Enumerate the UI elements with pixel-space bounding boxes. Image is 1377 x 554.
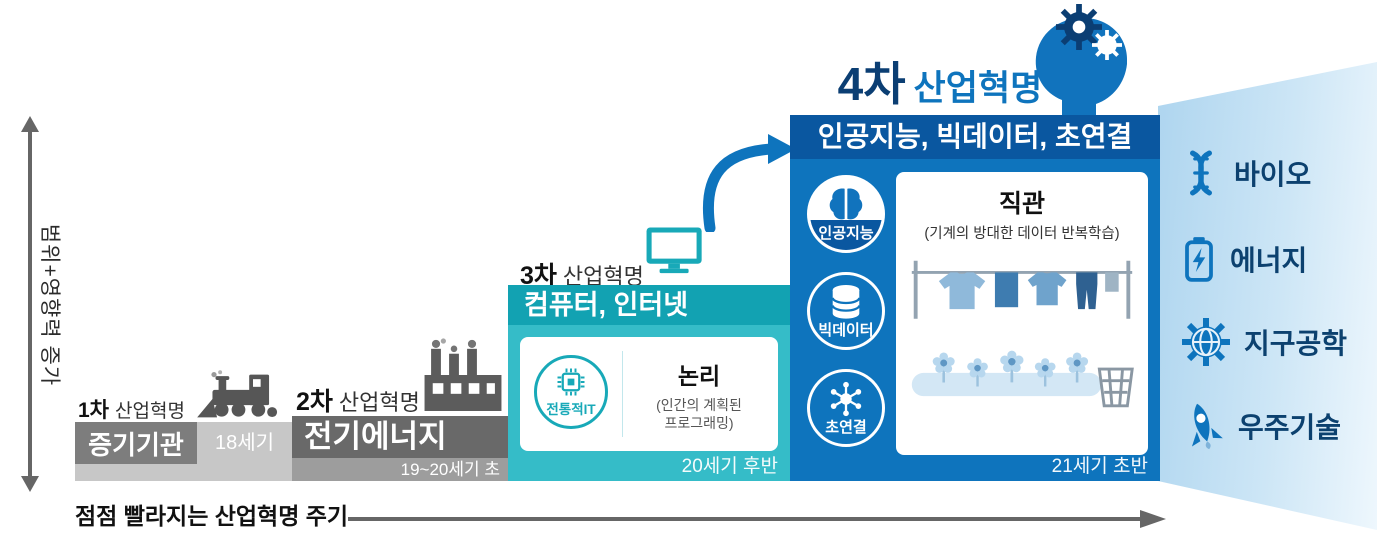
stage-3-description-line1: (인간의 계획된: [656, 397, 742, 413]
stage-2-period: 19~20세기 초: [400, 460, 500, 479]
stage-3-card-text: 논리 (인간의 계획된 프로그래밍): [628, 357, 770, 432]
future-label-bio: 바이오: [1234, 159, 1312, 190]
stage-1-label-number: 1차: [78, 399, 109, 422]
hyperconnect-badge: 초연결: [807, 369, 885, 447]
future-item-energy: 에너지: [1182, 236, 1377, 282]
future-label-geoengineering: 지구공학: [1244, 328, 1348, 359]
stage-3-title: 컴퓨터, 인터넷: [508, 285, 790, 325]
stage-1-steam: 1차 산업혁명 증기기관 18세기: [75, 370, 292, 481]
stage-4-step-block: 인공지능 빅데이터 초연결: [790, 159, 1160, 481]
stage-3-period: 20세기 후반: [681, 456, 778, 477]
steam-train-icon: [197, 370, 278, 418]
y-axis-arrow-icon: [21, 116, 39, 492]
laundry-line-illustration: [911, 260, 1134, 408]
future-label-space: 우주기술: [1238, 412, 1342, 443]
bigdata-badge-label: 빅데이터: [818, 322, 874, 339]
ai-badge-label: 인공지능: [810, 220, 882, 250]
traditional-it-label: 전통적IT: [546, 401, 596, 417]
ai-brain-icon: [829, 188, 863, 220]
stage-3-keyword: 논리: [677, 363, 721, 389]
future-item-space: 우주기술: [1182, 403, 1377, 450]
bigdata-badge: 빅데이터: [807, 272, 885, 350]
stage-2-step-block: 19~20세기 초: [292, 458, 508, 481]
card-divider: [622, 351, 623, 437]
future-item-bio: 바이오: [1182, 150, 1377, 196]
ai-badge: 인공지능: [807, 175, 885, 253]
y-axis-label: 범위+영향력 증가: [38, 223, 61, 387]
future-label-energy: 에너지: [1230, 245, 1308, 276]
battery-icon: [1185, 237, 1213, 282]
stage-4-card: 직관 (기계의 방대한 데이터 반복학습): [896, 172, 1148, 455]
x-axis-label: 점점 빨라지는 산업혁명 주기: [75, 503, 349, 529]
dna-icon: [1190, 150, 1212, 196]
database-icon: [831, 284, 861, 319]
traditional-it-badge: 전통적IT: [534, 355, 608, 429]
stage-3-card: 전통적IT 논리 (인간의 계획된 프로그래밍): [520, 337, 778, 451]
stage-4-keyword: 직관: [998, 190, 1045, 218]
stage-3-step-block: 전통적IT 논리 (인간의 계획된 프로그래밍) 20세기 후반: [508, 325, 790, 481]
stage-3-description-line2: 프로그래밍): [664, 415, 734, 432]
network-icon: [830, 381, 862, 417]
stage-3-description: (인간의 계획된 프로그래밍): [628, 396, 770, 432]
stage-1-period: 18세기: [214, 432, 275, 454]
stage-1-label-text: 산업혁명: [115, 401, 185, 422]
chip-icon: [557, 368, 585, 395]
stage-4-title-text: 산업혁명: [913, 69, 1043, 108]
x-axis-arrow-icon: [348, 510, 1166, 528]
stage-4-period: 21세기 초반: [1051, 456, 1148, 477]
head-gears-icon: [1035, 4, 1128, 120]
future-fields-beam: [1158, 62, 1377, 530]
transition-arrow-icon: [702, 134, 796, 232]
stage-1-step-block: 증기기관 18세기: [75, 422, 292, 481]
computer-icon: [646, 227, 702, 274]
stage-1-label: 1차 산업혁명: [78, 394, 185, 424]
hyperconnect-badge-label: 초연결: [825, 419, 867, 436]
stage-2-label-text: 산업혁명: [338, 390, 420, 415]
stage-3-label-text: 산업혁명: [562, 264, 644, 289]
stage-2-title: 전기에너지: [292, 416, 508, 458]
factory-icon: [424, 338, 502, 411]
globe-gear-icon: [1182, 318, 1230, 366]
future-item-geoengineering: 지구공학: [1182, 318, 1377, 366]
stage-2-label-number: 2차: [296, 388, 333, 416]
rocket-icon: [1191, 403, 1223, 450]
stage-4-title-bar: 인공지능, 빅데이터, 초연결: [790, 115, 1160, 159]
stage-1-title: 증기기관: [75, 422, 197, 464]
stage-4-description: (기계의 방대한 데이터 반복학습): [924, 226, 1120, 242]
stage-4-title-number: 4차: [837, 58, 906, 110]
